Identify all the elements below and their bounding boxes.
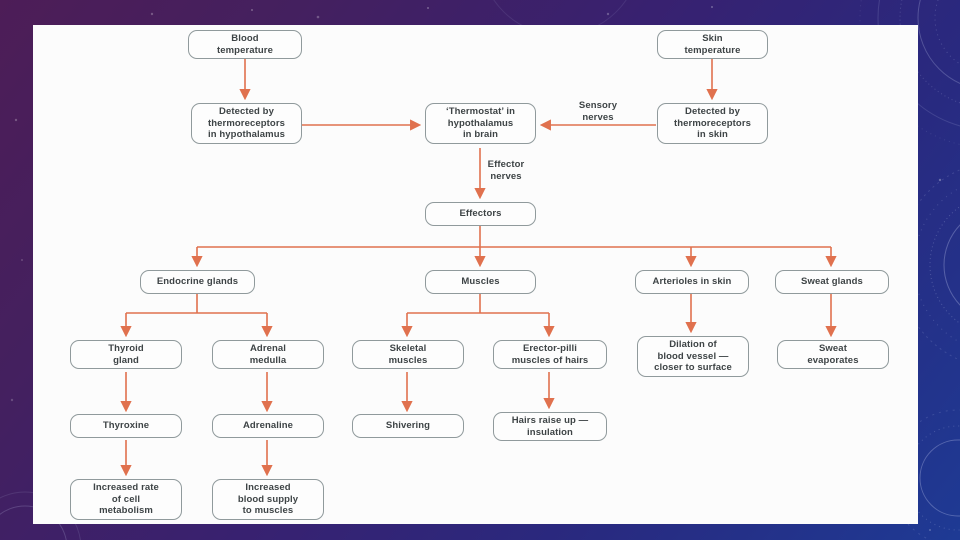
node-erector-pilli: Erector-pilli muscles of hairs	[493, 340, 607, 369]
node-sweat-glands: Sweat glands	[775, 270, 889, 294]
node-muscles: Muscles	[425, 270, 536, 294]
node-increased-metabolism: Increased rate of cell metabolism	[70, 479, 182, 520]
node-effectors: Effectors	[425, 202, 536, 226]
node-endocrine-glands: Endocrine glands	[140, 270, 255, 294]
node-thyroid-gland: Thyroid gland	[70, 340, 182, 369]
node-adrenaline: Adrenaline	[212, 414, 324, 438]
node-skeletal-muscles: Skeletal muscles	[352, 340, 464, 369]
node-thyroxine: Thyroxine	[70, 414, 182, 438]
node-shivering: Shivering	[352, 414, 464, 438]
node-detected-hypothalamus: Detected by thermoreceptors in hypothala…	[191, 103, 302, 144]
node-dilation: Dilation of blood vessel — closer to sur…	[637, 336, 749, 377]
edge-label-sensory-nerves: Sensory nerves	[578, 100, 618, 123]
node-increased-blood-supply: Increased blood supply to muscles	[212, 479, 324, 520]
node-sweat-evaporates: Sweat evaporates	[777, 340, 889, 369]
node-skin-temperature: Skin temperature	[657, 30, 768, 59]
node-hairs-raise: Hairs raise up — insulation	[493, 412, 607, 441]
node-detected-skin: Detected by thermoreceptors in skin	[657, 103, 768, 144]
node-adrenal-medulla: Adrenal medulla	[212, 340, 324, 369]
slide-content-panel: Blood temperature Skin temperature Detec…	[33, 25, 918, 524]
edge-label-effector-nerves: Effector nerves	[487, 159, 525, 182]
node-arterioles-in-skin: Arterioles in skin	[635, 270, 749, 294]
node-thermostat: ‘Thermostat’ in hypothalamus in brain	[425, 103, 536, 144]
node-blood-temperature: Blood temperature	[188, 30, 302, 59]
